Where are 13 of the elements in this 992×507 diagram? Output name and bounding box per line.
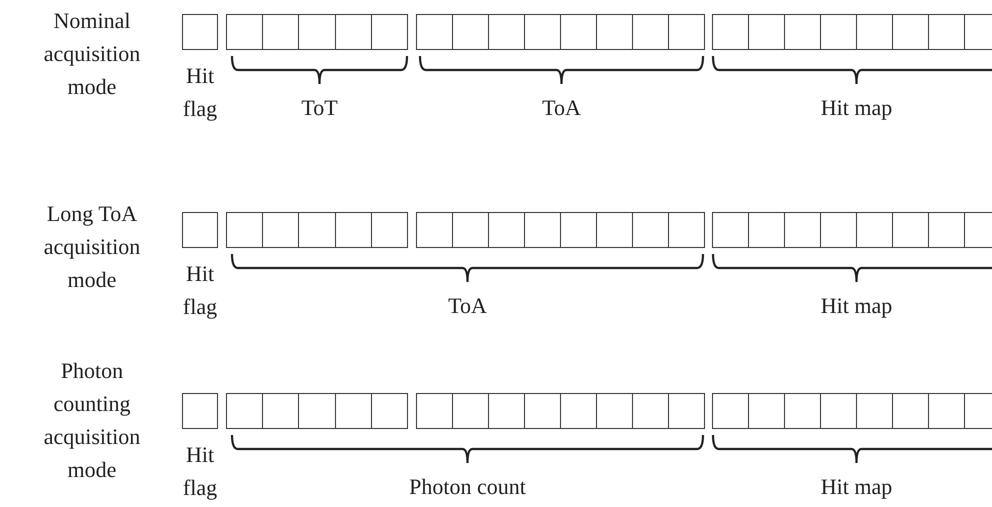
field-label: ToA (542, 94, 581, 122)
field-label: ToT (301, 94, 338, 122)
mode-label: Nominal acquisition mode (42, 7, 142, 101)
field-label: Hit flag (182, 260, 218, 321)
mode-label: Photon counting acquisition mode (42, 357, 142, 484)
field-label: Hit flag (182, 441, 218, 502)
field-label: Hit map (820, 94, 892, 122)
mode-label: Long ToA acquisition mode (42, 200, 142, 294)
field-label: Hit flag (182, 62, 218, 123)
field-label: ToA (448, 292, 487, 320)
field-label: Hit map (820, 292, 892, 320)
field-label: Photon count (409, 473, 526, 501)
field-label: Hit map (820, 473, 892, 501)
